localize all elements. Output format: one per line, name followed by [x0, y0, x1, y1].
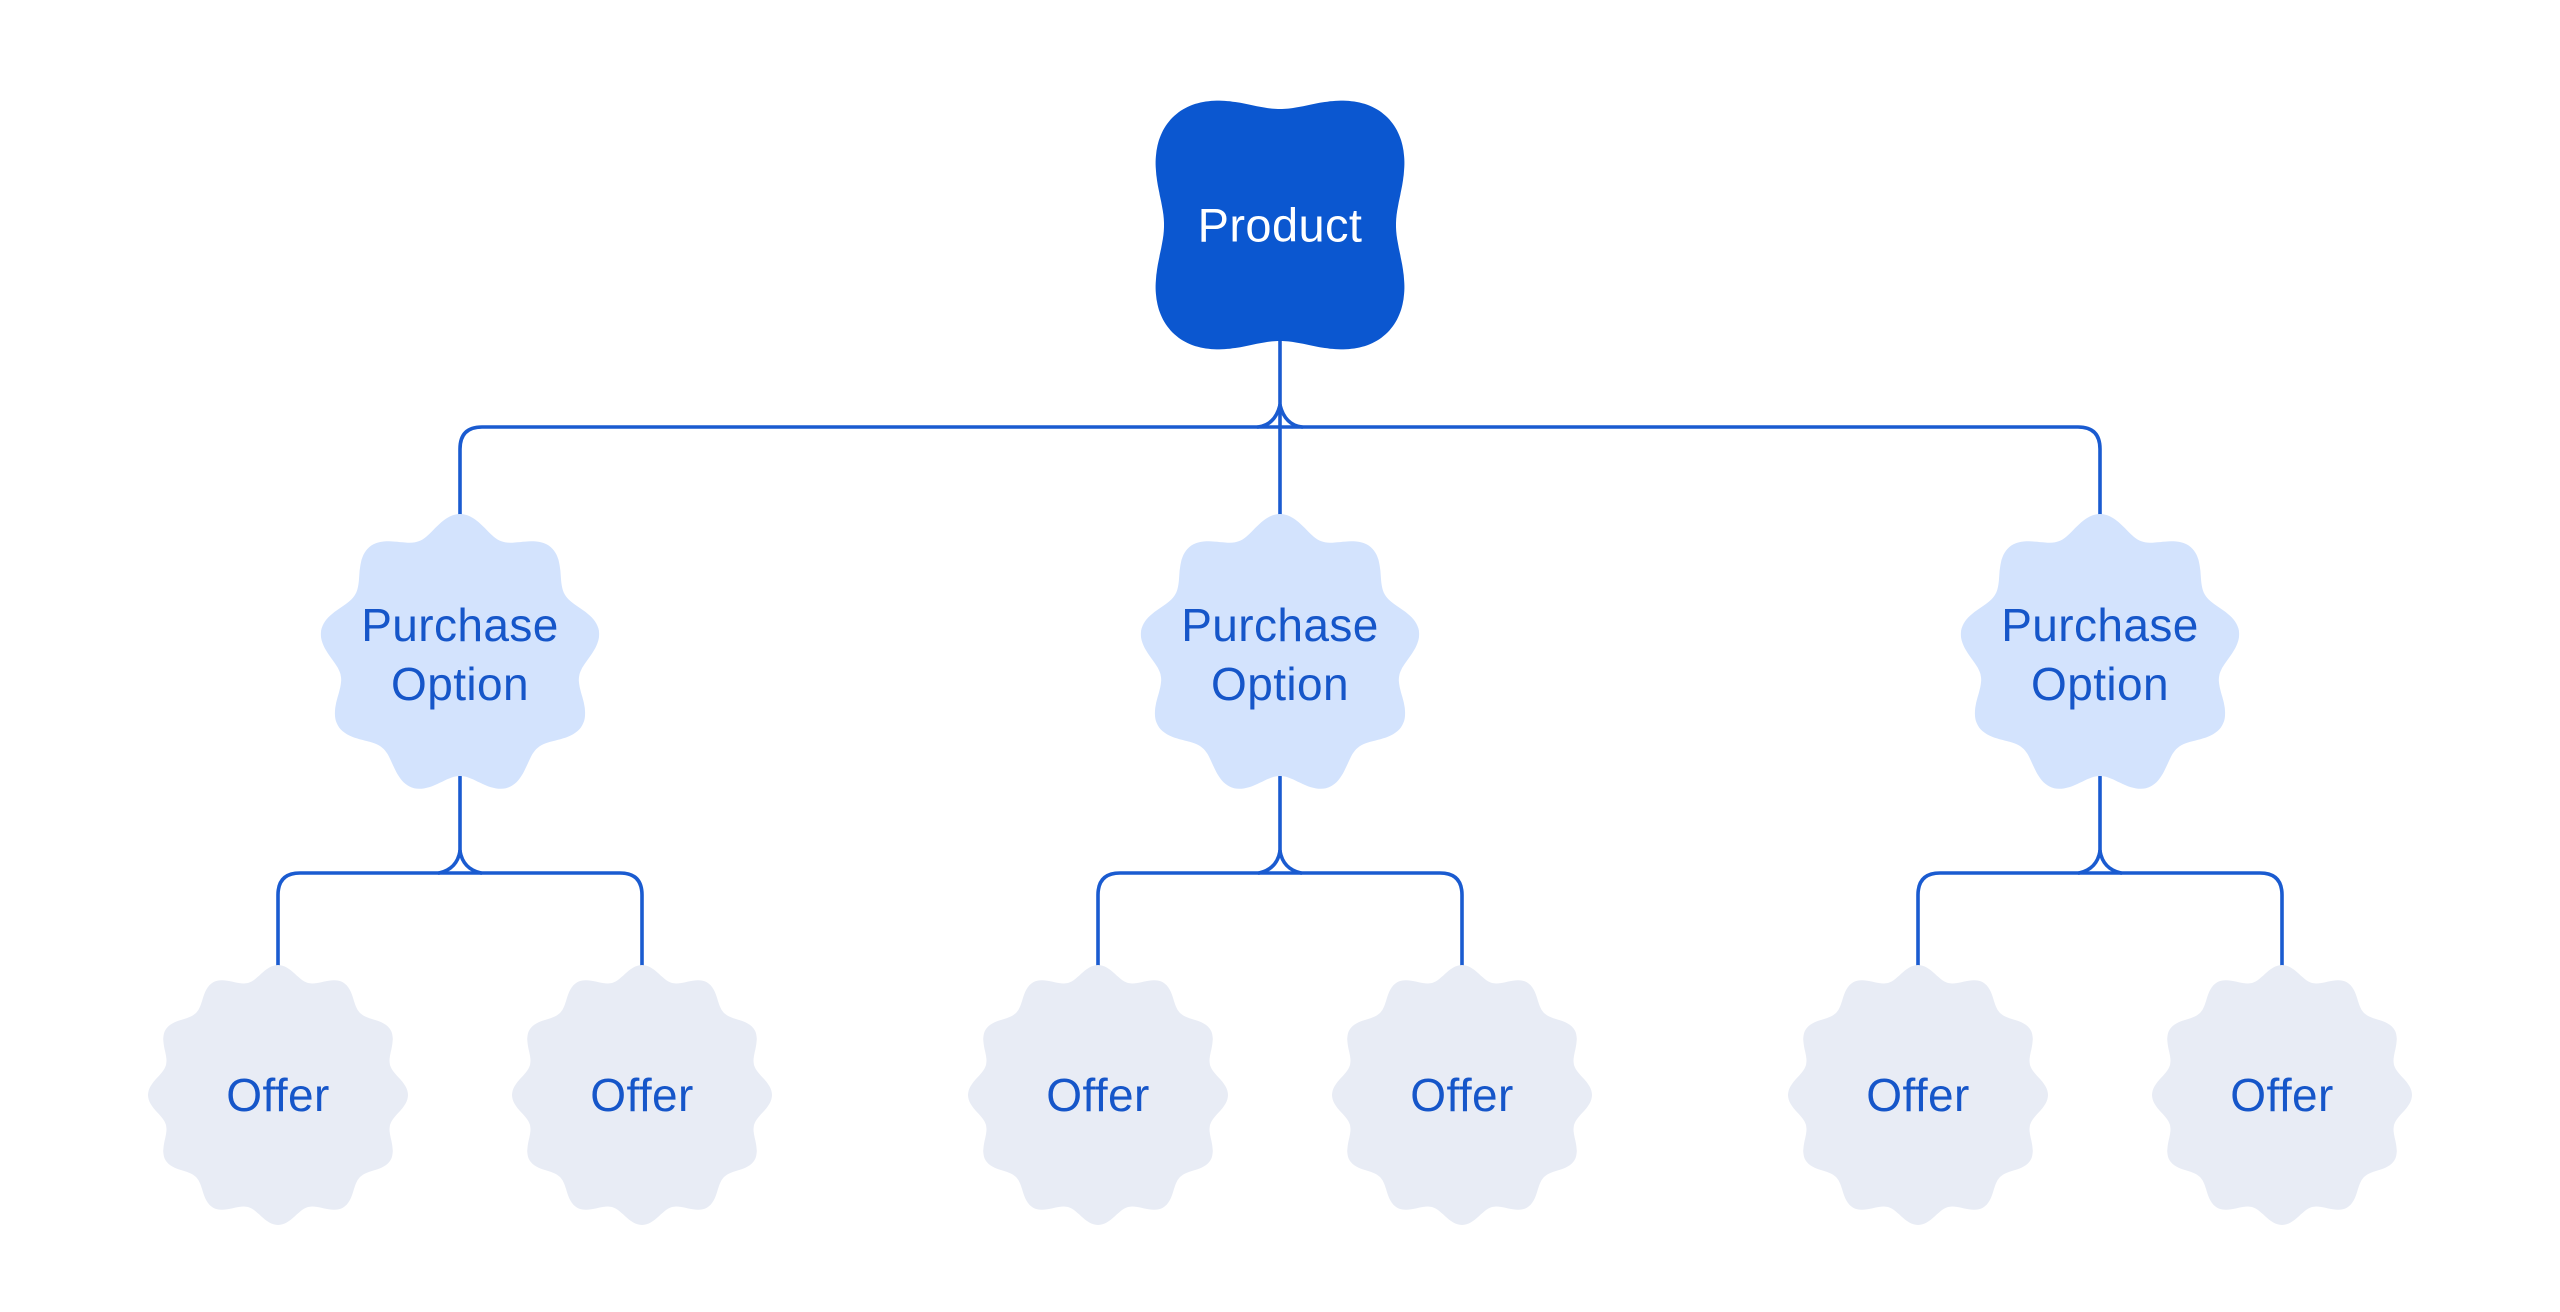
connector-branch-2-flare-left: [1257, 849, 1282, 875]
connector-branch-1-horizontal: [276, 871, 644, 969]
product-node-shape: [1155, 100, 1405, 350]
connector-branch-2-flare-right: [1278, 849, 1303, 875]
offer-node-shape-3: [968, 965, 1228, 1225]
connector-branch-1-flare-left: [437, 849, 462, 875]
offer-node-shape-5: [1788, 965, 2048, 1225]
connector-top-flare-right: [1278, 403, 1304, 429]
purchase-option-node-shape-3: [1960, 514, 2240, 789]
offer-node-shape-4: [1332, 965, 1592, 1225]
purchase-option-node-shape-1: [320, 514, 600, 789]
offer-node-shape-1: [148, 965, 408, 1225]
connector-branch-1-flare-right: [458, 849, 483, 875]
offer-node-shape-2: [512, 965, 772, 1225]
connector-top-flare-left: [1256, 403, 1282, 429]
purchase-option-node-shape-2: [1140, 514, 1420, 789]
connector-branch-3-flare-left: [2077, 849, 2102, 875]
connector-branch-2-horizontal: [1096, 871, 1464, 969]
connector-branch-3-flare-right: [2098, 849, 2123, 875]
offer-node-shape-6: [2152, 965, 2412, 1225]
connector-branch-3-horizontal: [1916, 871, 2284, 969]
